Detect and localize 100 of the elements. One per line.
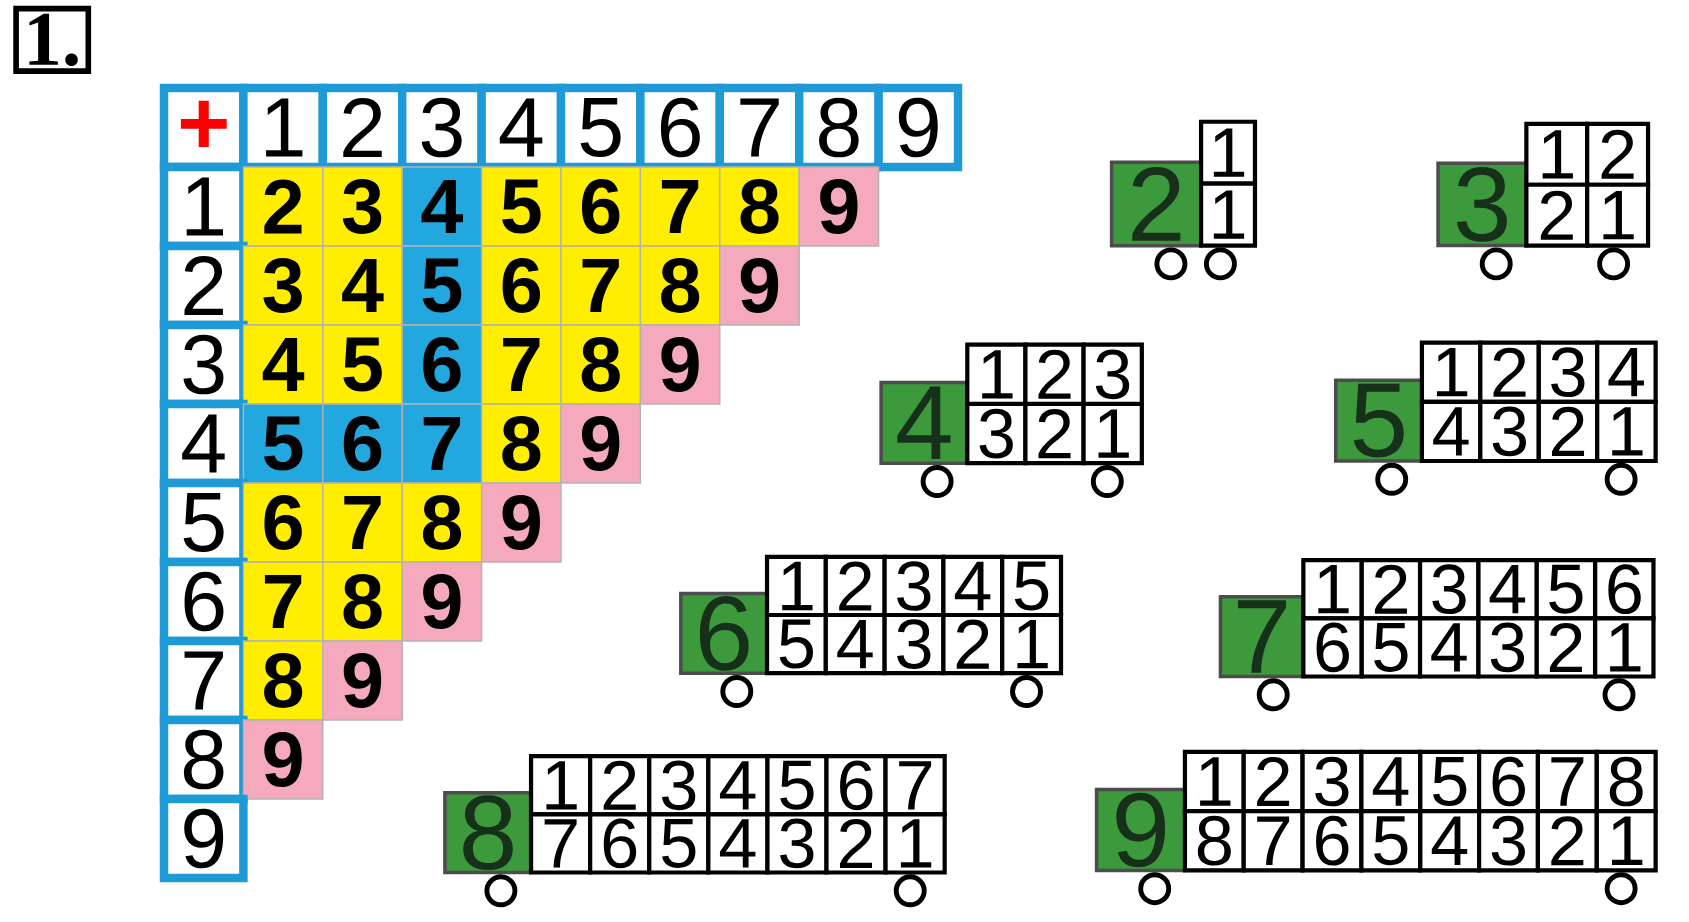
truck-cell: 5 [1534,558,1598,621]
truck-cell: 3 [1300,749,1364,814]
table-cell: 8 [401,482,483,563]
truck-cell: 1 [1182,749,1246,814]
truck-cell: 4 [706,812,770,875]
table-cell: 8 [719,166,800,247]
header-cell: + [159,83,248,172]
table-cell: 5 [480,166,562,247]
truck-cell: 2 [1359,558,1423,621]
truck-cell: 6 [1301,616,1364,679]
row-header-cell: 9 [159,794,248,883]
truck-cell: 6 [1593,558,1656,621]
table-cell: 8 [560,324,642,405]
truck-cell: 6 [824,754,888,817]
row-header-cell: 3 [159,320,248,409]
task-number: 1. [13,5,92,74]
table-cell: 6 [480,245,562,326]
table-cell: 5 [242,403,324,484]
truck-cell: 2 [1535,809,1599,873]
truck-cell: 4 [1417,616,1481,679]
table-cell: 4 [242,324,324,405]
truck-cell: 2 [1023,401,1086,466]
truck-cell: 2 [1534,616,1598,679]
truck-cell: 3 [1536,340,1600,404]
truck-cab: 4 [879,380,970,465]
truck-cell: 2 [1023,342,1086,406]
table-cell: 9 [242,719,324,800]
truck-cell: 5 [764,612,828,676]
table-cell: 9 [639,324,721,405]
row-header-cell: 6 [159,557,248,646]
table-cell: 9 [480,482,562,563]
truck-cell: 2 [1241,749,1305,814]
truck-cell: 5 [1000,554,1064,618]
table-cell: 5 [401,245,483,326]
truck-cell: 4 [941,554,1005,618]
row-header-cell: 1 [159,162,248,251]
truck-cell: 3 [1081,342,1144,406]
truck-cab: 2 [1109,160,1203,248]
truck-cell: 2 [824,812,888,875]
table-cell: 7 [401,403,483,484]
truck-cell: 3 [882,612,946,676]
table-cell: 7 [242,561,324,642]
table-cell: 9 [719,245,800,326]
table-cell: 8 [322,561,403,642]
table-cell: 4 [401,166,483,247]
truck-cell: 5 [1359,809,1423,873]
table-cell: 2 [242,166,324,247]
truck-cell: 1 [1585,182,1651,248]
table-cell: 3 [242,245,324,326]
truck-cell: 1 [1593,616,1656,679]
table-cell: 9 [322,640,403,721]
truck-cell: 4 [1359,749,1423,814]
truck-cell: 2 [1536,399,1600,464]
truck-cab: 9 [1094,787,1187,873]
truck-cell: 6 [1477,749,1541,814]
truck-cell: 1 [883,812,947,875]
table-cell: 7 [322,482,403,563]
row-header-cell: 5 [159,478,248,567]
truck-cell: 7 [1241,809,1305,873]
row-header-cell: 8 [159,715,248,804]
truck-cell: 1 [528,754,593,817]
truck-cell: 1 [764,554,828,618]
truck-cell: 3 [765,812,829,875]
table-cell: 6 [401,324,483,405]
truck-cab: 6 [679,591,769,675]
table-cell: 9 [560,403,642,484]
truck-cell: 1 [1595,399,1658,464]
truck-cell: 3 [1476,616,1539,679]
truck-cell: 2 [1478,340,1541,404]
table-cell: 8 [242,640,324,721]
truck-cell: 1 [965,342,1028,406]
table-cell: 6 [242,482,324,563]
table-cell: 5 [322,324,403,405]
truck-cell: 5 [1418,749,1482,814]
truck-cell: 1 [1301,558,1364,621]
table-cell: 7 [639,166,721,247]
truck-cell: 5 [765,754,829,817]
row-header-cell: 4 [159,399,248,488]
table-cell: 4 [322,245,403,326]
table-cell: 6 [560,166,642,247]
header-cell: 9 [874,83,963,172]
truck-cell: 4 [1419,399,1483,464]
truck-cell: 2 [1585,121,1651,187]
truck-cell: 4 [823,612,887,676]
truck-cell: 1 [1524,121,1590,187]
truck-cell: 1 [1198,119,1258,186]
table-cell: 8 [480,403,562,484]
truck-cell: 4 [1476,558,1539,621]
truck-cell: 8 [1182,809,1246,873]
truck-cell: 8 [1594,749,1658,814]
truck-cell: 3 [965,401,1028,466]
truck-cell: 6 [1300,809,1364,873]
truck-cab: 5 [1333,378,1424,463]
row-header-cell: 2 [159,241,248,330]
row-header-cell: 7 [159,636,248,725]
table-cell: 9 [798,166,880,247]
truck-cell: 4 [1418,809,1482,873]
truck-cell: 2 [588,754,652,817]
truck-cell: 6 [588,812,652,875]
truck-cell: 5 [1359,616,1423,679]
